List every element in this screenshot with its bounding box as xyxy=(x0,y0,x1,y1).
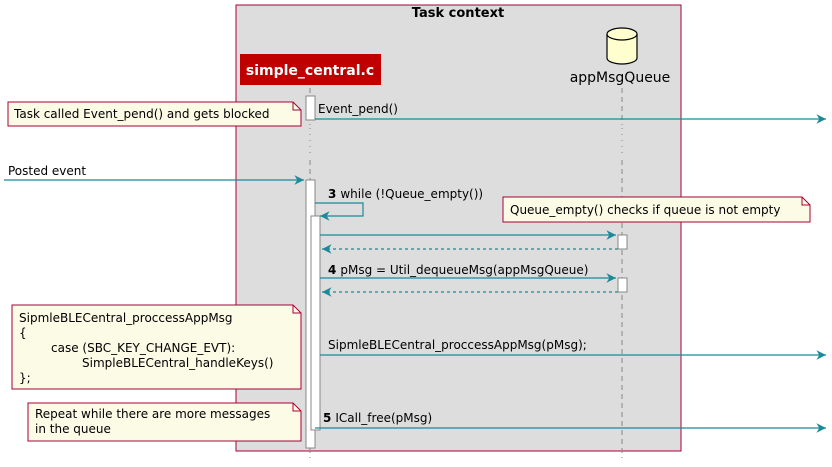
message-label: SipmleBLECentral_proccessAppMsg(pMsg); xyxy=(328,338,587,352)
note-text: case (SBC_KEY_CHANGE_EVT): xyxy=(51,341,235,355)
message-label: Event_pend() xyxy=(318,102,398,116)
participant-label: simple_central.c xyxy=(246,63,374,79)
message-number: 4 xyxy=(328,263,336,277)
activation-bar-nested xyxy=(310,215,321,431)
message-while-loop: 3 while (!Queue_empty()) xyxy=(315,187,483,221)
database-icon xyxy=(606,27,638,41)
activation-bar xyxy=(305,95,316,121)
note-repeat: Repeat while there are more messages in … xyxy=(27,402,302,442)
participant-appmsgqueue: appMsgQueue xyxy=(570,27,671,86)
message-number: 5 xyxy=(323,411,331,425)
message-posted-event: Posted event xyxy=(4,164,304,185)
message-label: pMsg = Util_dequeueMsg(appMsgQueue) xyxy=(340,263,588,277)
note-text: Task called Event_pend() and gets blocke… xyxy=(13,107,270,121)
message-label: Posted event xyxy=(8,164,86,178)
message-event-pend: Event_pend() xyxy=(315,102,826,124)
participant-label: appMsgQueue xyxy=(570,70,671,86)
note-text: { xyxy=(19,326,27,340)
message-process: SipmleBLECentral_proccessAppMsg(pMsg); xyxy=(320,338,826,360)
message-label: ICall_free(pMsg) xyxy=(335,411,432,425)
note-text: in the queue xyxy=(35,422,111,436)
note-text: SipmleBLECentral_proccessAppMsg xyxy=(19,311,233,325)
message-free: 5 ICall_free(pMsg) xyxy=(315,411,826,433)
activation-bar xyxy=(617,277,628,293)
group-title: Task context xyxy=(412,6,504,21)
note-process-code: SipmleBLECentral_proccessAppMsg { case (… xyxy=(11,304,302,390)
message-label: while (!Queue_empty()) xyxy=(340,187,483,201)
message-dequeue: 4 pMsg = Util_dequeueMsg(appMsgQueue) xyxy=(320,263,616,283)
note-text: SimpleBLECentral_handleKeys() xyxy=(82,356,273,370)
note-blocked: Task called Event_pend() and gets blocke… xyxy=(7,101,302,127)
message-number: 3 xyxy=(328,187,336,201)
note-text: }; xyxy=(19,371,31,385)
note-queue-empty: Queue_empty() checks if queue is not emp… xyxy=(502,196,811,223)
participant-simple-central: simple_central.c xyxy=(240,54,381,85)
note-text: Repeat while there are more messages xyxy=(35,407,270,421)
note-text: Queue_empty() checks if queue is not emp… xyxy=(510,203,780,217)
activation-bar xyxy=(617,234,628,250)
